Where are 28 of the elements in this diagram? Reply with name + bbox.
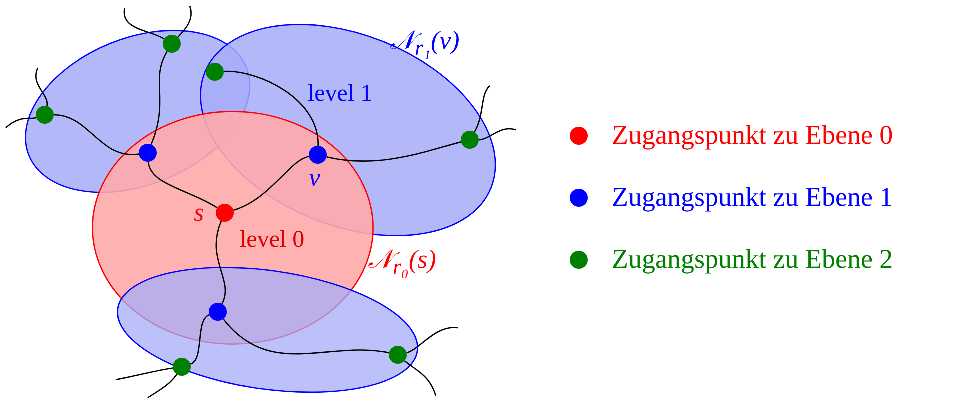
level-label: level 0	[240, 228, 305, 252]
connector-line	[233, 156, 310, 212]
connector-line	[36, 68, 48, 106]
connector-line	[326, 142, 462, 162]
connector-line	[404, 360, 437, 396]
connector-line	[222, 318, 390, 355]
connector-line	[190, 314, 210, 365]
legend-text: Zugangspunkt zu Ebene 1	[612, 184, 894, 211]
connector-line	[224, 70, 319, 146]
connector-line	[216, 221, 226, 304]
point-label: s	[194, 200, 204, 226]
connector-line	[116, 368, 174, 381]
connector-line	[406, 327, 458, 354]
connector-line	[54, 114, 140, 156]
connector-line	[148, 374, 178, 399]
connector-line	[178, 6, 192, 38]
connector-line	[148, 162, 218, 209]
legend-text: Zugangspunkt zu Ebene 0	[612, 122, 894, 149]
connector-line	[6, 117, 37, 128]
set-label: 𝒩$_{r₀}$(s)	[368, 247, 436, 279]
connector-line	[474, 86, 490, 133]
connector-line	[124, 8, 165, 40]
set-label: 𝒩$_{r₁}$(v)	[390, 28, 460, 60]
connector-line	[150, 51, 168, 145]
legend-text: Zugangspunkt zu Ebene 2	[612, 246, 894, 273]
point-label: v	[309, 165, 321, 191]
connector-line	[478, 128, 516, 141]
level-label: level 1	[308, 82, 373, 106]
